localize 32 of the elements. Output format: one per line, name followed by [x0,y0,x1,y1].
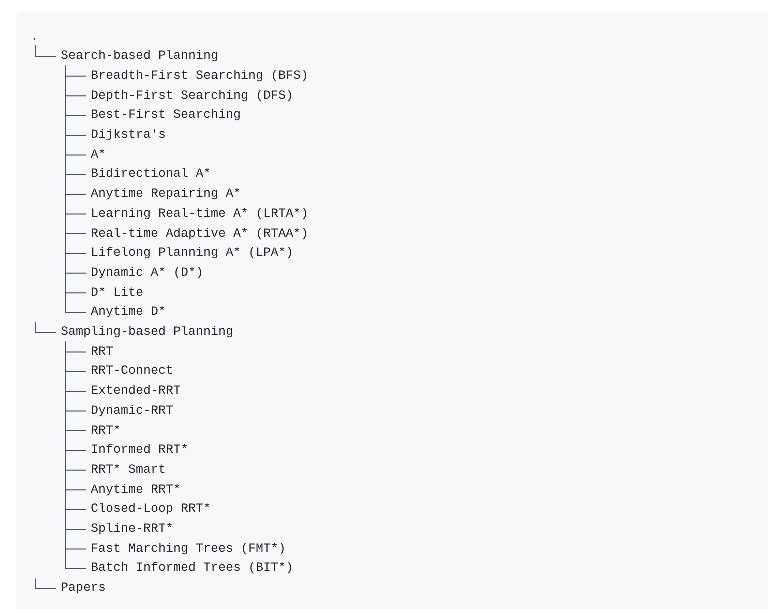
entry-label: RRT [91,344,114,361]
entry-label: Batch Informed Trees (BIT*) [91,560,294,578]
entry-label: Anytime RRT* [91,482,182,499]
entry-label: Anytime Repairing A* [91,186,242,204]
entry-label: Informed RRT* [91,442,189,460]
entry-label: Breadth-First Searching (BFS) [91,68,309,85]
entry-label: Anytime D* [91,304,166,322]
entry-label: Depth-First Searching (DFS) [91,88,294,105]
section-label: Sampling-based Planning [61,324,234,341]
entry-label: RRT* Smart [91,462,166,479]
entry-label: Lifelong Planning A* (LPA*) [91,245,294,262]
section-label: Search-based Planning [61,48,219,66]
tree-branch-line [35,45,56,58]
entry-label: Closed-Loop RRT* [91,501,212,518]
entry-label: Dijkstra's [91,127,166,144]
entry-label: A* [91,146,106,164]
entry-label: RRT-Connect [91,363,174,380]
entry-label: Extended-RRT [91,383,182,400]
tree-branch-line [35,322,56,333]
entry-label: Best-First Searching [91,107,242,124]
entry-label: Learning Real-time A* (LRTA*) [91,206,309,223]
entry-label: Dynamic A* (D*) [91,264,204,282]
tree-root-label: . [31,28,39,46]
tree-branch-line [35,578,56,590]
entry-label: Spline-RRT* [91,521,174,538]
entry-label: Fast Marching Trees (FMT*) [91,540,286,558]
entry-label: Bidirectional A* [91,166,212,184]
entry-label: D* Lite [91,284,144,302]
entry-label: Real-time Adaptive A* (RTAA*) [91,226,309,242]
entry-label: Dynamic-RRT [91,402,174,420]
section-label: Papers [61,580,106,598]
entry-label: RRT* [91,422,122,440]
